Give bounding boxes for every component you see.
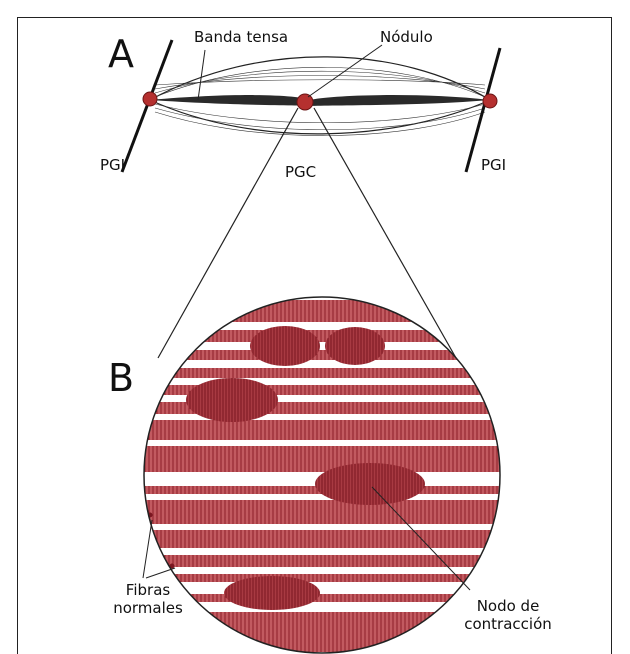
label-fibras-line1: Fibras [108,581,188,599]
pgc-dot [297,94,313,110]
pgi-left-dot [143,92,157,106]
fibras-leader-1 [143,520,152,578]
label-fibras-line2: normales [108,599,188,617]
label-pgc: PGC [285,163,316,181]
fibras-leader-2 [146,568,175,578]
label-banda-tensa: Banda tensa [194,28,288,46]
panel-a-letter: A [108,34,134,74]
label-nodo-line1: Nodo de [448,597,568,615]
label-nodo-line2: contracción [448,615,568,633]
label-nodulo: Nódulo [380,28,433,46]
label-pgi-left: PGI [100,156,125,174]
tendon-right [466,48,500,172]
pgi-right-dot [483,94,497,108]
muscle-band-a [150,57,490,136]
label-pgi-right: PGI [481,156,506,174]
panel-b-letter: B [108,358,134,398]
label-nodo-contraccion: Nodo de contracción [448,597,568,633]
label-fibras-normales: Fibras normales [108,581,188,617]
